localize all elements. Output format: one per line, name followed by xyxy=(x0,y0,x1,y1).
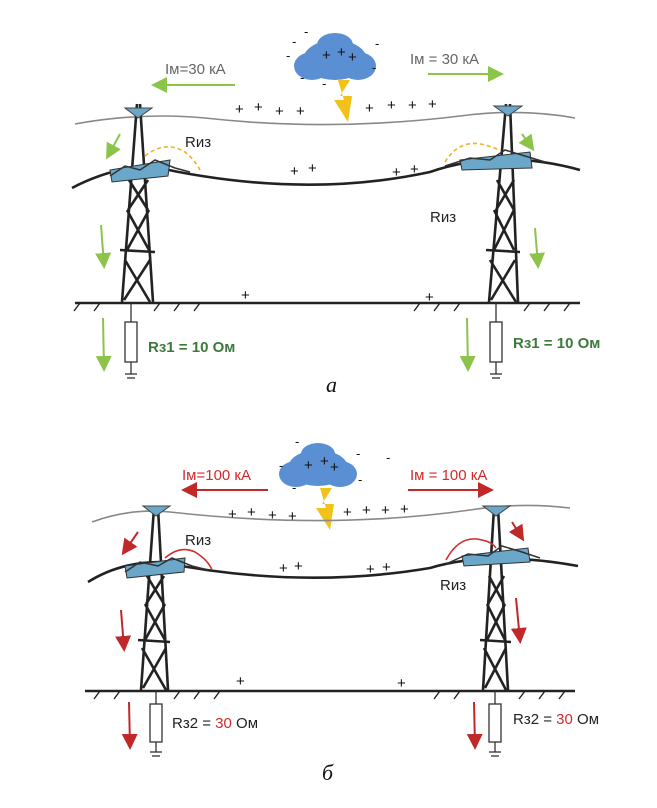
insulator-string-right-a xyxy=(459,151,533,171)
r-iz-label-left-b: Rиз xyxy=(185,532,211,549)
svg-text:+: + xyxy=(330,459,339,476)
svg-text:+: + xyxy=(254,99,263,116)
svg-text:+: + xyxy=(382,559,391,576)
thundercloud-icon xyxy=(279,443,357,487)
r-ground-left-value-a: = 10 Ом xyxy=(175,339,236,356)
r-ground-right-value-a: = 10 Ом xyxy=(540,335,601,352)
svg-text:+: + xyxy=(275,103,284,120)
insulator-top-right-b xyxy=(481,505,512,517)
svg-text:+: + xyxy=(296,103,305,120)
tower-left-b xyxy=(137,507,171,691)
insulator-string-left-a xyxy=(109,159,171,183)
lightning-bolt-icon xyxy=(316,488,334,530)
r-iz-label-right-a: Rиз xyxy=(430,209,456,226)
r-ground-left-unit-b: Ом xyxy=(232,715,258,732)
svg-text:-: - xyxy=(304,24,308,39)
ground-resistor-left-b xyxy=(149,691,163,757)
thundercloud-icon xyxy=(294,33,376,80)
svg-text:+: + xyxy=(366,561,375,578)
panel-a: + + + - - - - - - - Iм=30 кА Iм = 30 кА … xyxy=(71,24,600,397)
tower-left-a xyxy=(119,103,156,303)
svg-text:+: + xyxy=(288,508,297,525)
r-ground-right-prefix-b: Rз2 xyxy=(513,711,539,728)
svg-text:+: + xyxy=(320,453,329,470)
svg-text:+: + xyxy=(392,164,401,181)
svg-text:-: - xyxy=(292,34,296,49)
svg-text:Rз1 = 10 Ом: Rз1 = 10 Ом xyxy=(148,339,235,356)
ground-resistor-right-a xyxy=(489,303,503,379)
svg-text:+: + xyxy=(408,97,417,114)
svg-text:-: - xyxy=(292,480,296,495)
svg-text:Rз2 = 30 Ом: Rз2 = 30 Ом xyxy=(172,715,258,732)
r-ground-left-prefix-b: Rз2 xyxy=(172,715,198,732)
r-ground-left-mid-b: = xyxy=(198,715,215,732)
svg-text:+: + xyxy=(294,558,303,575)
svg-text:-: - xyxy=(372,60,376,75)
svg-text:-: - xyxy=(279,458,283,473)
ground-resistor-left-a xyxy=(124,303,138,379)
svg-text:+: + xyxy=(387,97,396,114)
r-iz-label-right-b: Rиз xyxy=(440,577,466,594)
svg-text:+: + xyxy=(228,506,237,523)
r-ground-right-value-b: 30 xyxy=(556,711,573,728)
r-iz-label-left-a: Rиз xyxy=(185,134,211,151)
current-label-right-a: Iм = 30 кА xyxy=(410,51,479,68)
current-label-left-a: Iм=30 кА xyxy=(165,61,226,78)
r-ground-right-prefix-a: Rз1 xyxy=(513,335,540,352)
svg-text:+: + xyxy=(397,675,406,692)
svg-text:+: + xyxy=(235,101,244,118)
svg-text:-: - xyxy=(286,48,290,63)
svg-text:-: - xyxy=(356,446,360,461)
insulator-top-left-b xyxy=(141,505,172,517)
svg-text:+: + xyxy=(365,100,374,117)
insulator-top-left-a xyxy=(123,107,154,119)
svg-text:-: - xyxy=(300,70,304,85)
svg-text:+: + xyxy=(348,49,357,66)
caption-a: а xyxy=(326,372,337,397)
svg-text:+: + xyxy=(247,504,256,521)
svg-text:+: + xyxy=(290,163,299,180)
svg-text:+: + xyxy=(381,502,390,519)
insulator-string-left-b xyxy=(124,557,186,579)
r-ground-right-mid-b: = xyxy=(539,711,556,728)
svg-text:+: + xyxy=(343,504,352,521)
svg-text:+: + xyxy=(410,161,419,178)
svg-text:-: - xyxy=(386,450,390,465)
svg-text:Rз2 = 30 Ом: Rз2 = 30 Ом xyxy=(513,711,599,728)
tower-right-b xyxy=(479,507,512,691)
panel-b: + + + - - - - - - Iм=100 кА Iм = 100 кА … xyxy=(85,434,599,785)
svg-text:+: + xyxy=(400,501,409,518)
svg-text:Rз1 = 10 Ом: Rз1 = 10 Ом xyxy=(513,335,600,352)
ground-resistor-right-b xyxy=(488,691,502,757)
svg-text:+: + xyxy=(236,673,245,690)
r-ground-left-prefix-a: Rз1 xyxy=(148,339,175,356)
lightning-bolt-icon xyxy=(334,80,352,122)
svg-text:+: + xyxy=(304,457,313,474)
r-ground-left-value-b: 30 xyxy=(215,715,232,732)
current-label-left-b: Iм=100 кА xyxy=(182,467,251,484)
svg-text:+: + xyxy=(362,502,371,519)
svg-text:+: + xyxy=(322,47,331,64)
svg-text:+: + xyxy=(241,287,250,304)
caption-b: б xyxy=(322,760,334,785)
svg-text:-: - xyxy=(322,76,326,91)
svg-text:+: + xyxy=(425,289,434,306)
svg-text:+: + xyxy=(268,507,277,524)
tower-right-a xyxy=(485,103,521,303)
svg-text:-: - xyxy=(358,472,362,487)
svg-text:+: + xyxy=(337,44,346,61)
current-label-right-b: Iм = 100 кА xyxy=(410,467,487,484)
insulator-string-right-b xyxy=(461,547,531,567)
svg-text:+: + xyxy=(308,160,317,177)
svg-text:-: - xyxy=(295,434,299,449)
svg-text:+: + xyxy=(279,560,288,577)
svg-text:+: + xyxy=(428,96,437,113)
svg-text:-: - xyxy=(375,36,379,51)
insulator-top-right-a xyxy=(492,105,524,117)
r-ground-right-unit-b: Ом xyxy=(573,711,599,728)
